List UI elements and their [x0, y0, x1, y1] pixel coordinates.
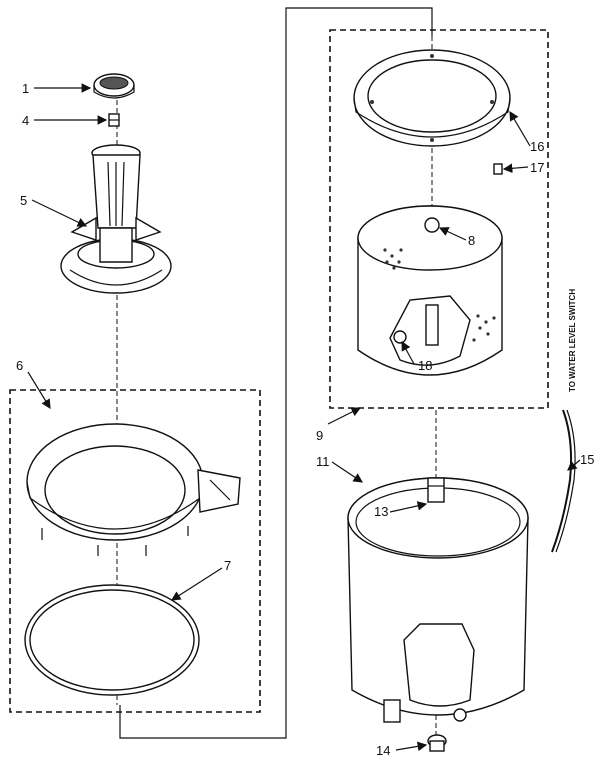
assembly-box-left: [9, 389, 261, 713]
part-nut: [108, 113, 120, 127]
callout-6: 6: [16, 358, 23, 373]
assembly-box-right: [329, 29, 549, 409]
callout-13: 13: [374, 504, 388, 519]
part-cap: [93, 73, 135, 99]
connector-line: [119, 7, 433, 739]
part-seal: [24, 584, 200, 696]
part-drain-fitting: [427, 734, 447, 752]
callout-1: 1: [22, 81, 29, 96]
callout-14: 14: [376, 743, 390, 758]
callout-5: 5: [20, 193, 27, 208]
callout-15: 15: [580, 452, 594, 467]
callout-17: 17: [530, 160, 544, 175]
part-ring-assembly: [26, 423, 241, 556]
part-balance-ring: [353, 49, 511, 147]
callout-7: 7: [224, 558, 231, 573]
part-tub-nut: [427, 477, 445, 503]
callout-4: 4: [22, 113, 29, 128]
water-level-switch-note: TO WATER LEVEL SWITCH: [568, 289, 577, 392]
part-screw: [493, 163, 503, 175]
callout-8: 8: [468, 233, 475, 248]
leader-lines: [27, 83, 581, 752]
callout-16: 16: [530, 139, 544, 154]
part-hose-inner: [555, 409, 576, 553]
part-outer-tub: [347, 477, 529, 723]
part-hose: [551, 409, 573, 553]
callout-11: 11: [316, 454, 330, 469]
callout-9: 9: [316, 428, 323, 443]
callout-18: 18: [418, 358, 432, 373]
part-spin-basket: [357, 205, 503, 376]
part-agitator: [60, 144, 172, 294]
